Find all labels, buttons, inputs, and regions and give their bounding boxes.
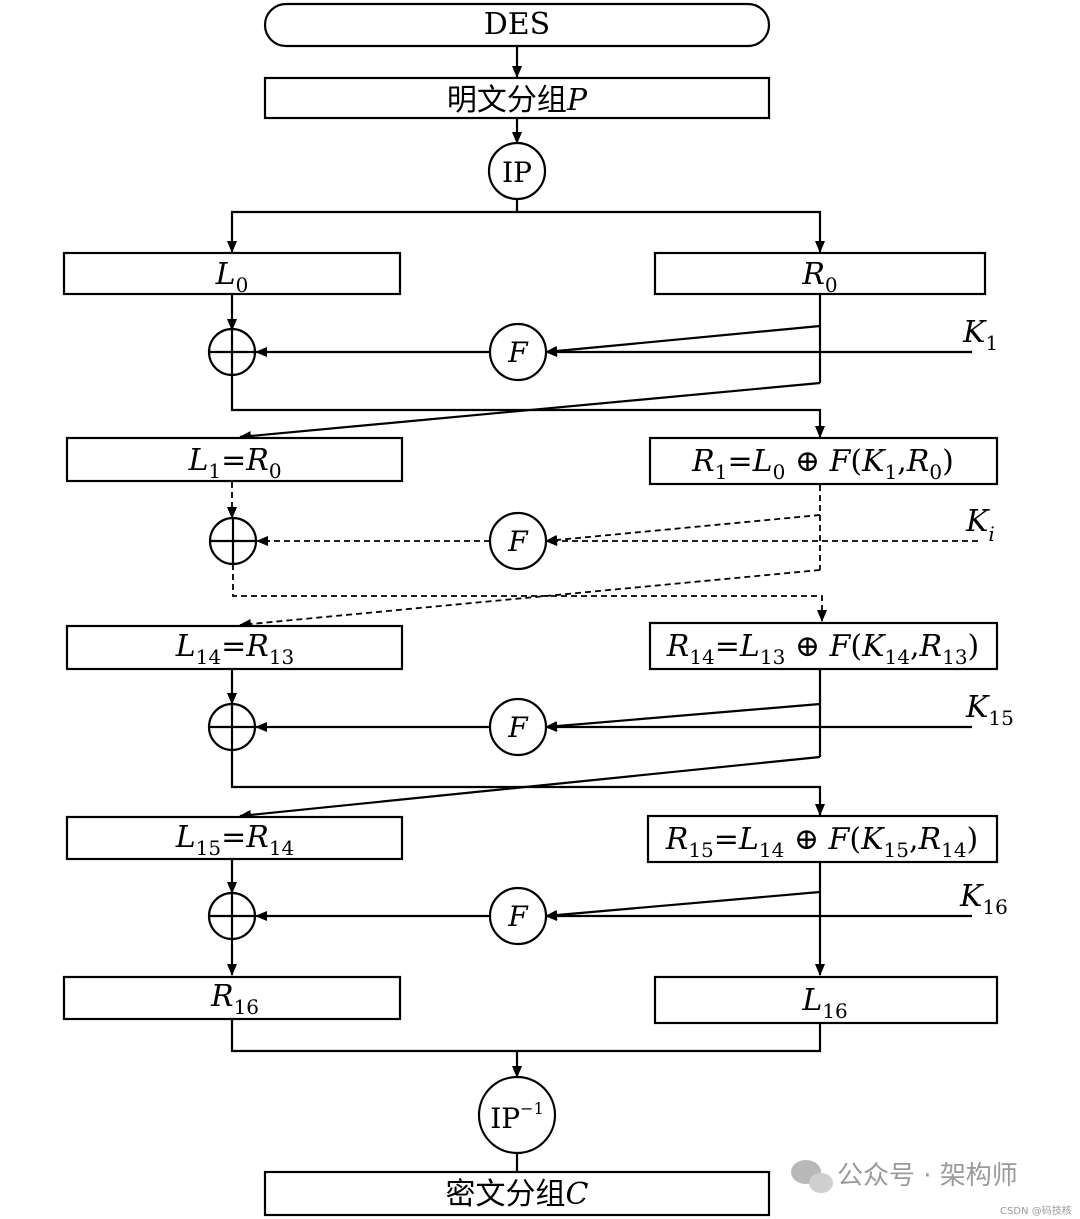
- l1-label: L1=R0: [187, 443, 281, 483]
- r15-box: [646, 814, 999, 864]
- dashed-arrow-xori-to-r14: [232, 564, 827, 622]
- ki-label: Ki: [965, 504, 995, 546]
- l1-box: [65, 436, 404, 483]
- arrow-ip-to-l0: [227, 199, 519, 253]
- watermark: 公众号 · 架构师 CSDN @码技核: [791, 1160, 1072, 1217]
- l15-label: L15=R14: [175, 820, 295, 860]
- r16-label: R16: [210, 979, 259, 1019]
- ciphertext-block-label: 密文分组C: [446, 1177, 589, 1212]
- r14-box: [648, 621, 999, 671]
- plaintext-block-box: [263, 76, 771, 120]
- r1-box: [648, 436, 999, 486]
- arrow-ip-to-r0: [517, 210, 825, 253]
- plaintext-block-label: 明文分组P: [447, 83, 588, 118]
- arrow-xor1-to-r1: [230, 375, 825, 438]
- k16-label: K16: [959, 879, 1008, 919]
- l0-label: L0: [215, 257, 249, 297]
- l14-label: L14=R13: [175, 629, 295, 669]
- l16-box: [653, 975, 999, 1025]
- f-label-16: F: [507, 900, 529, 933]
- xor-circle-16: [207, 891, 257, 941]
- arrow-r15-to-f16: [545, 890, 821, 921]
- wechat-icon: [791, 1160, 833, 1193]
- arrow-r0-to-l1: [239, 381, 821, 441]
- arrow-r14-to-f15: [545, 702, 821, 732]
- arrow-r0-to-f1: [545, 324, 821, 356]
- xor-circle-15: [207, 702, 257, 752]
- l14-box: [65, 624, 404, 671]
- des-title: DES: [484, 7, 551, 42]
- dashed-arrow-r1-to-l14: [239, 569, 821, 629]
- ip-label: IP: [502, 156, 532, 189]
- r1-label: R1=L0 ⊕ F(K1,R0): [691, 444, 954, 484]
- f-label-i: F: [507, 525, 529, 558]
- ip-inverse-label: IP−1: [490, 1099, 544, 1135]
- k15-label: K15: [965, 690, 1014, 730]
- l15-box: [65, 815, 404, 861]
- f-label-15: F: [507, 711, 529, 744]
- merge-line: [230, 1019, 822, 1053]
- r15-label: R15=L14 ⊕ F(K15,R14): [665, 822, 979, 862]
- watermark-sub: CSDN @码技核: [1000, 1204, 1072, 1217]
- r14-label: R14=L13 ⊕ F(K14,R13): [666, 629, 980, 669]
- dashed-arrow-r1-to-fi: [545, 514, 821, 545]
- watermark-text: 公众号 · 架构师: [837, 1161, 1018, 1191]
- ciphertext-block-box: [263, 1170, 771, 1217]
- arrow-r14-to-l15: [239, 755, 821, 820]
- xor-circle-i: [208, 516, 258, 566]
- k1-label: K1: [962, 315, 998, 355]
- f-label-1: F: [507, 336, 529, 369]
- arrow-xor15-to-r15: [230, 750, 825, 816]
- r0-label: R0: [801, 257, 837, 297]
- xor-circle-1: [207, 327, 257, 377]
- l16-label: L16: [801, 983, 847, 1023]
